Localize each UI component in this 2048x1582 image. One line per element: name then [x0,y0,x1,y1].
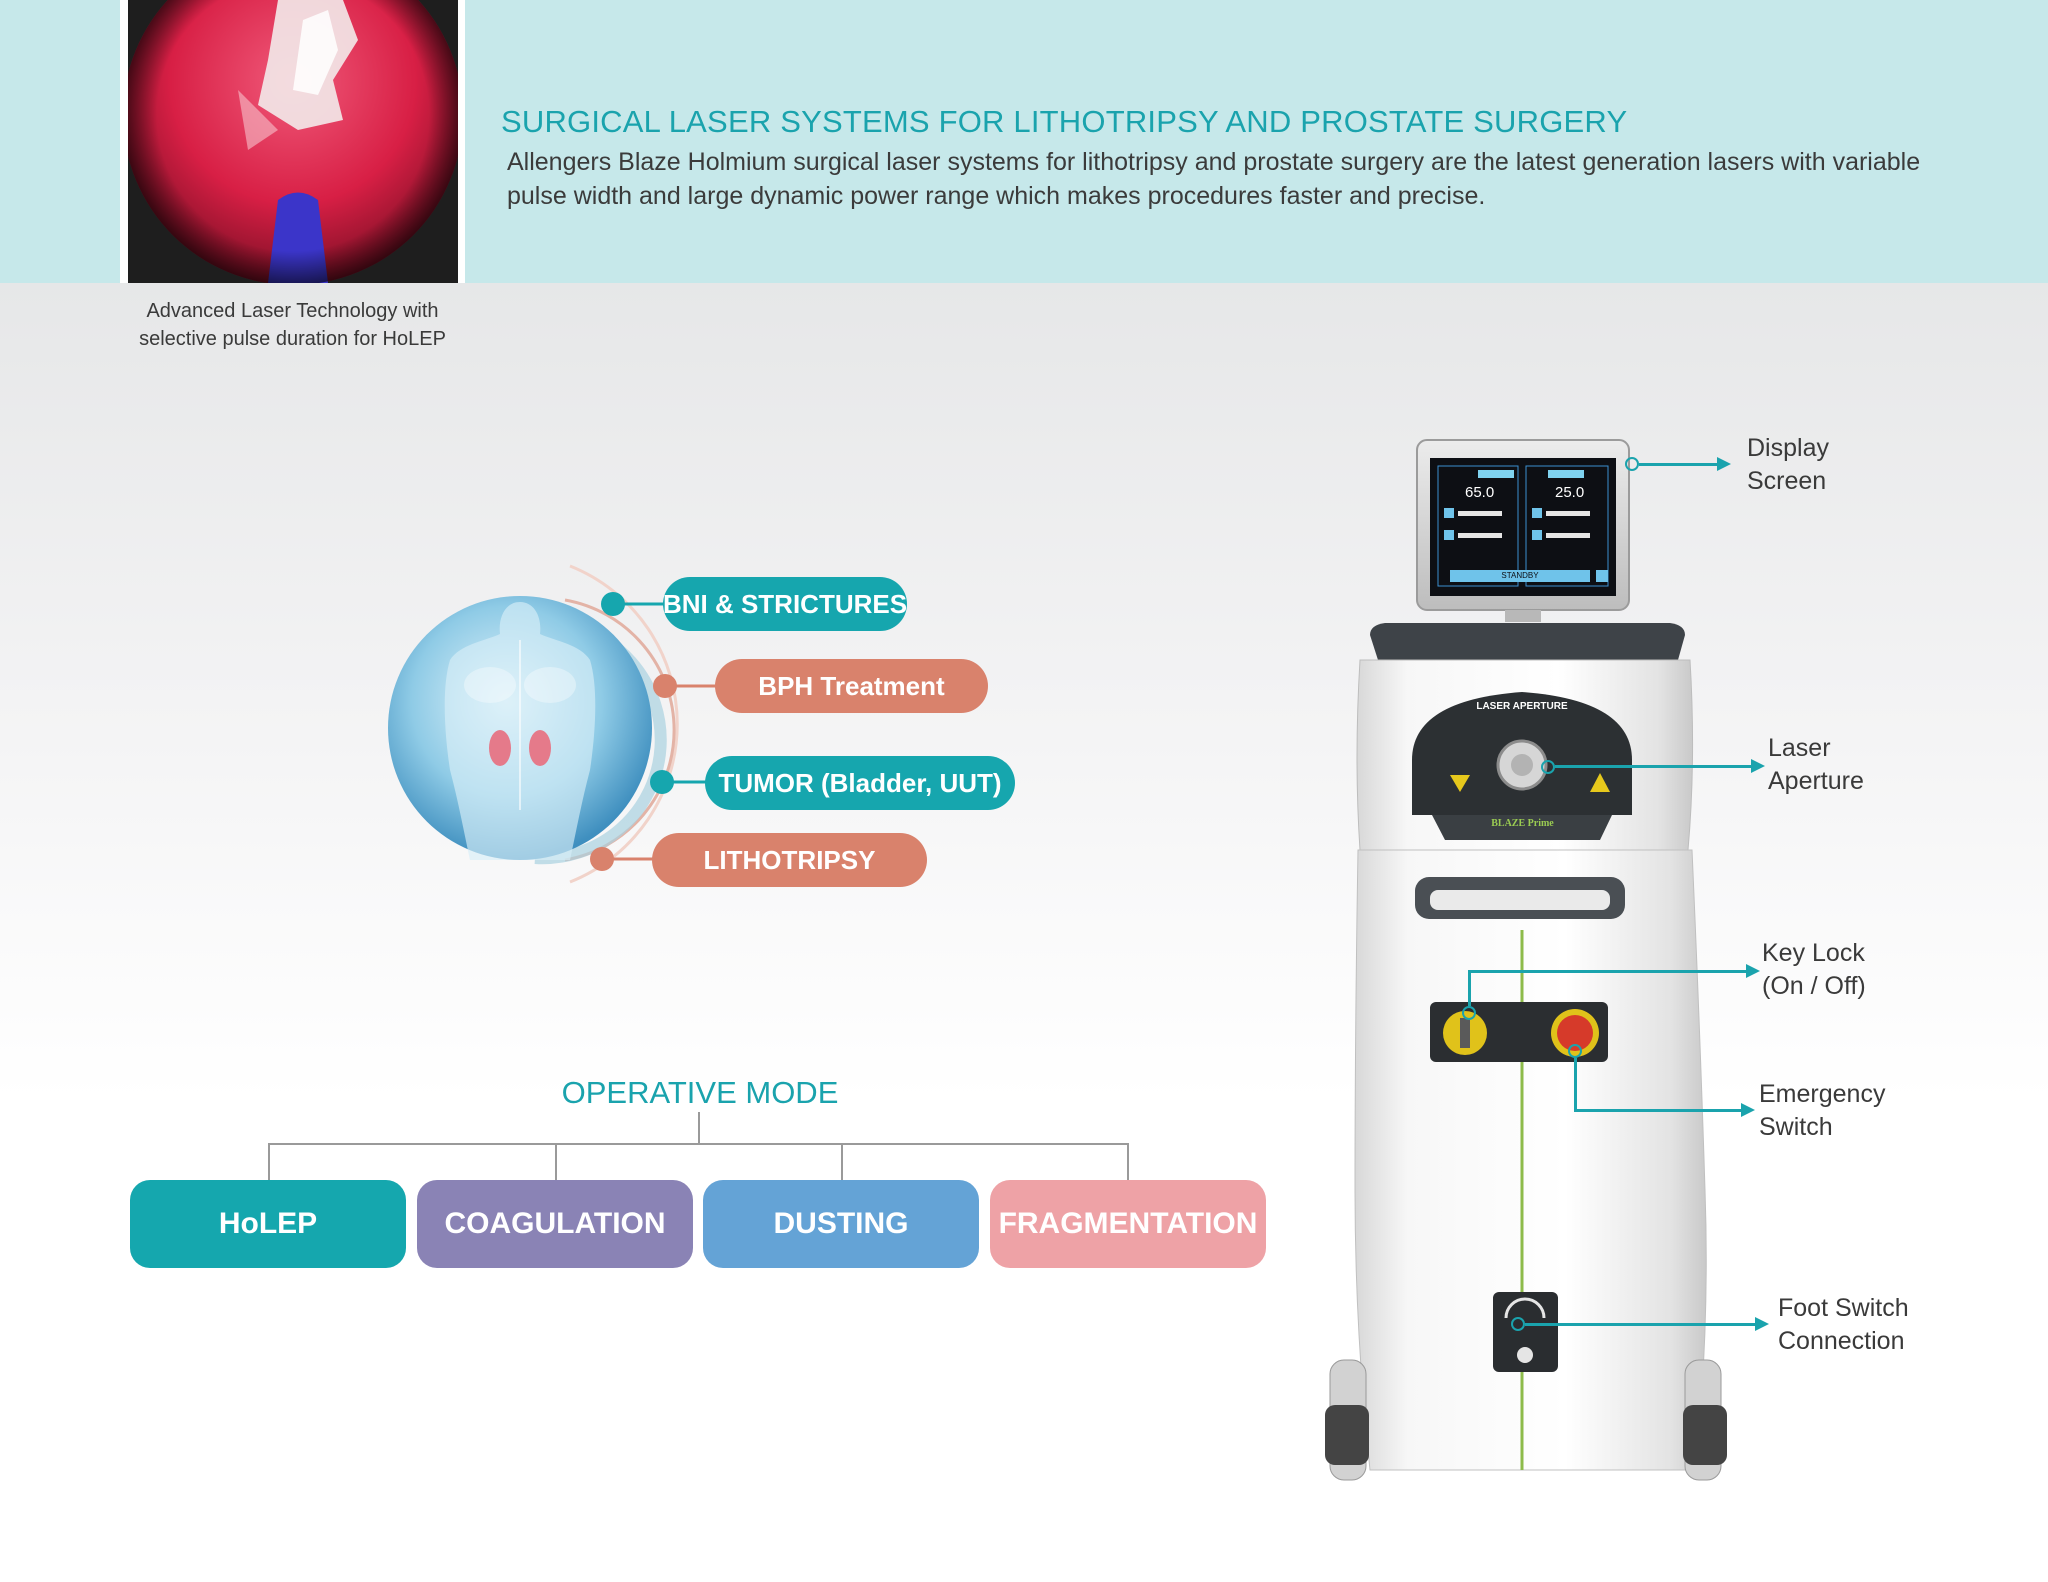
mode-fragmentation: FRAGMENTATION [990,1180,1266,1268]
callout-anchor [1462,1006,1476,1020]
callout-leader [1639,463,1717,466]
mode-dusting: DUSTING [703,1180,979,1268]
callout-line: Connection [1778,1327,1905,1355]
callout-arrow [1717,457,1731,471]
screen-value-left: 65.0 [1465,484,1495,501]
caption-line-2: selective pulse duration for HoLEP [139,328,446,350]
callout-anchor [1568,1044,1582,1058]
tree-drop [1127,1143,1129,1180]
callout-laser-aperture: Laser Aperture [1768,732,1864,798]
intro-paragraph: Allengers Blaze Holmium surgical laser s… [507,148,1921,210]
connector-dot [653,674,677,698]
callout-line: Foot Switch [1778,1294,1909,1322]
callout-anchor [1511,1317,1525,1331]
screen-standby: STANDBY [1501,571,1539,580]
callout-leader [1574,1109,1741,1112]
callout-anchor [1625,457,1639,471]
callout-arrow [1741,1103,1755,1117]
aperture-label: LASER APERTURE [1476,701,1568,712]
connector-dot [590,847,614,871]
callout-emergency-switch: Emergency Switch [1759,1078,1885,1144]
callout-display-screen: Display Screen [1747,432,1829,498]
application-bni-strictures: BNI & STRICTURES [663,577,907,631]
callout-leader [1525,1323,1755,1326]
connector-dot [650,770,674,794]
callout-arrow [1746,964,1760,978]
callout-line: Switch [1759,1113,1833,1141]
endoscopic-image [128,0,458,283]
operative-mode-title: OPERATIVE MODE [561,1075,839,1110]
image-caption: Advanced Laser Technology with selective… [120,297,465,353]
callout-leader [1468,970,1746,973]
callout-line: Screen [1747,467,1827,495]
application-lithotripsy: LITHOTRIPSY [652,833,927,887]
brand-label: BLAZE Prime [1491,818,1554,829]
callout-line: Key Lock [1762,939,1865,967]
device-illustration [1325,439,1727,1481]
tree-drop [841,1143,843,1180]
callout-line: Display [1747,434,1829,462]
callout-arrow [1755,1317,1769,1331]
callout-foot-switch: Foot Switch Connection [1778,1292,1909,1358]
laser-device: 65.0 25.0 STANDBY LASER APERTURE BLAZE P… [1300,430,1780,1490]
tree-branch [268,1143,1129,1145]
tree-drop [555,1143,557,1180]
callout-leader [1574,1058,1577,1110]
connector-dot [601,592,625,616]
tree-drop [268,1143,270,1180]
mode-holep: HoLEP [130,1180,406,1268]
callout-line: Aperture [1768,767,1864,795]
callout-leader [1468,970,1471,1006]
callout-anchor [1541,760,1555,774]
tree-stem [698,1112,700,1144]
screen-value-right: 25.0 [1555,484,1585,501]
callout-arrow [1751,759,1765,773]
page-title: SURGICAL LASER SYSTEMS FOR LITHOTRIPSY A… [501,104,1628,139]
callout-leader [1555,765,1751,768]
callout-key-lock: Key Lock (On / Off) [1762,937,1866,1003]
callout-line: Laser [1768,734,1831,762]
applications-cluster: BNI & STRICTURES BPH Treatment TUMOR (Bl… [370,560,1070,900]
mode-coagulation: COAGULATION [417,1180,693,1268]
callout-line: Emergency [1759,1080,1886,1108]
caption-line-1: Advanced Laser Technology with [146,300,439,322]
callout-line: (On / Off) [1762,972,1866,1000]
application-bph-treatment: BPH Treatment [715,659,988,713]
application-tumor: TUMOR (Bladder, UUT) [705,756,1015,810]
